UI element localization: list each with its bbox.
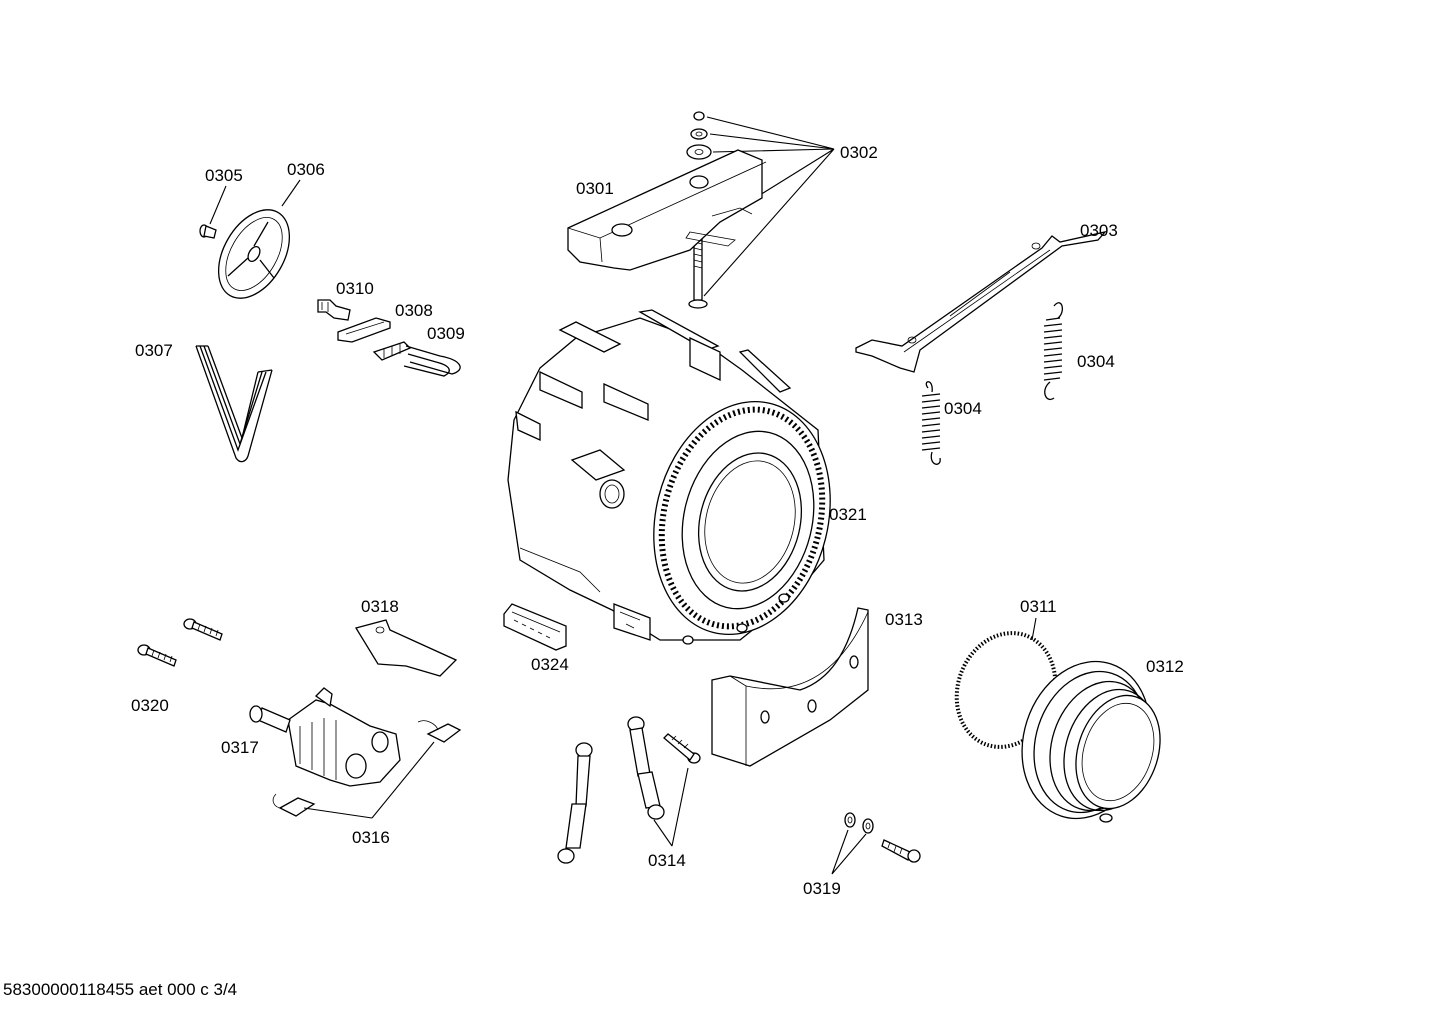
part-0316-brushes (272, 720, 462, 817)
label-0304b: 0304 (944, 399, 982, 418)
label-0314: 0314 (648, 851, 686, 870)
part-0324-trap (503, 603, 567, 651)
label-0317: 0317 (221, 738, 259, 757)
label-0312: 0312 (1146, 657, 1184, 676)
leader-0314 (653, 767, 689, 847)
leader-0319 (831, 829, 867, 875)
part-0304-spring-right (1043, 302, 1064, 401)
part-0306-pulley (217, 209, 291, 299)
document-id-footer: 58300000118455 aet 000 c 3/4 (3, 980, 238, 999)
label-0311: 0311 (1020, 597, 1057, 616)
leader-0305 (209, 185, 227, 225)
label-0310: 0310 (336, 279, 374, 298)
part-0321-tub (507, 309, 831, 645)
label-0321: 0321 (829, 505, 867, 524)
leader-0316 (303, 741, 435, 819)
part-0318-shield (354, 619, 458, 677)
label-0303: 0303 (1080, 221, 1118, 240)
label-0319: 0319 (803, 879, 841, 898)
part-0308-clip (337, 317, 391, 343)
part-0320-screws (137, 618, 223, 667)
label-0324: 0324 (531, 655, 569, 674)
label-0320: 0320 (131, 696, 169, 715)
label-0306: 0306 (287, 160, 325, 179)
label-0302: 0302 (840, 143, 878, 162)
part-0307-belt (195, 345, 273, 463)
label-0318: 0318 (361, 597, 399, 616)
leader-0302 (703, 116, 835, 297)
part-0303-cross-brace (855, 230, 1107, 373)
label-0308: 0308 (395, 301, 433, 320)
label-0305: 0305 (205, 166, 243, 185)
leader-0306 (281, 179, 301, 207)
leader-0311 (1031, 617, 1037, 641)
part-0312-door-seal (1021, 660, 1161, 823)
part-0309-heater (372, 341, 461, 377)
part-0304-spring-left (921, 381, 941, 465)
label-0307: 0307 (135, 341, 173, 360)
part-0314-shock-absorbers (557, 716, 701, 864)
label-0301: 0301 (576, 179, 614, 198)
part-0319-fasteners (844, 812, 921, 863)
part-0317-motor (249, 687, 401, 787)
part-0310-sensor (317, 299, 351, 321)
label-0304a: 0304 (1077, 352, 1115, 371)
label-0309: 0309 (427, 324, 465, 343)
label-0313: 0313 (885, 610, 923, 629)
part-0313-weight (711, 607, 869, 767)
label-0316: 0316 (352, 828, 390, 847)
part-0305-screw (199, 224, 217, 239)
part-0301-weight-bracket (567, 149, 767, 271)
